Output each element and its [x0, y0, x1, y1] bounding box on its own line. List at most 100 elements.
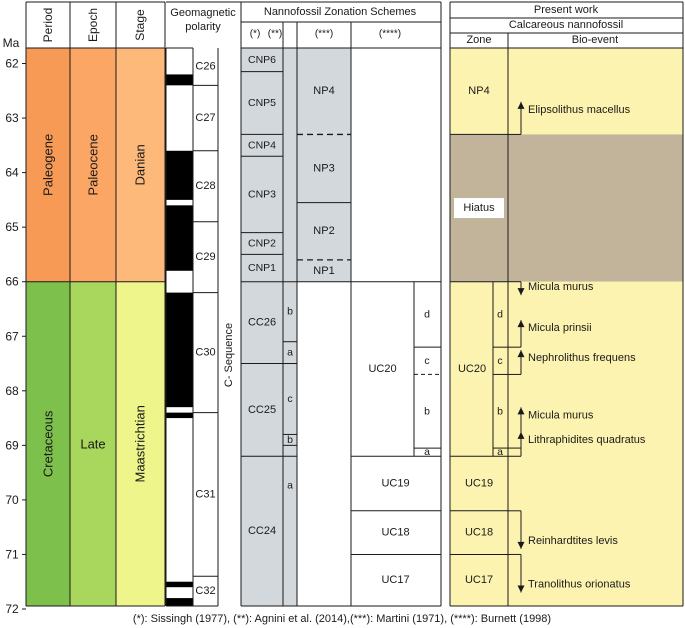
np-zone-label: NP3 [313, 163, 334, 175]
fills-layer [26, 48, 683, 606]
ma-tick-label: 65 [5, 220, 19, 234]
uc20-subzone-label: c [424, 355, 429, 367]
c-sequence-label: C- Sequence [223, 323, 235, 387]
cc-subzone-label: b [287, 306, 293, 318]
stage-label: Maastrichtian [133, 405, 148, 482]
ma-tick-label: 72 [5, 602, 19, 616]
bio-event-label: Elipsolithus macellus [528, 104, 631, 116]
cc-zone-label: CC24 [248, 525, 276, 537]
scheme3-header: (***) [315, 29, 333, 40]
uc-zone-label: UC17 [381, 574, 409, 586]
nanno-title: Nannofossil Zonation Schemes [264, 6, 417, 18]
bio-event-arrowhead [517, 431, 525, 439]
hiatus-label-box [454, 198, 504, 219]
epoch-header: Epoch [86, 8, 100, 42]
bio-event-label: Nephrolithus frequens [528, 352, 636, 364]
chron-label: C29 [195, 251, 215, 263]
bio-event-arrowhead [517, 101, 525, 109]
ma-tick-label: 67 [5, 329, 19, 343]
bio-event-label: Micula murus [528, 281, 594, 293]
bio-event-arrowhead [517, 320, 525, 328]
present-zone-label: UC19 [465, 478, 493, 490]
bio-event-label: Reinhardtites levis [528, 535, 618, 547]
zone-header: Zone [466, 34, 491, 46]
cnp-zone-label: CNP6 [248, 54, 276, 66]
present-zone-fill [450, 456, 683, 511]
ma-label: Ma [3, 36, 20, 50]
cnp-zone-label: CNP1 [248, 262, 276, 274]
stage-band [116, 281, 165, 606]
pw-subzone-label: c [497, 355, 502, 367]
cnp-zone-label: CNP3 [248, 188, 276, 200]
scheme-cnp-cc-fill [241, 48, 297, 606]
bio-event-arrowhead [517, 407, 525, 415]
polarity-normal-band [166, 581, 193, 588]
cnp-zone-label: CNP4 [248, 139, 276, 151]
period-band [26, 48, 70, 282]
polarity-normal-band [166, 205, 193, 271]
chron-label: C26 [195, 61, 215, 73]
bio-event-label: Lithraphidites quadratus [528, 434, 646, 446]
polarity-normal-band [166, 598, 193, 606]
ma-tick-label: 68 [5, 384, 19, 398]
footnote: (*): Sissingh (1977), (**): Agnini et al… [133, 613, 551, 625]
polarity-normal-band [166, 412, 193, 419]
cnp-zone-label: CNP2 [248, 238, 276, 250]
np-zone-label: NP2 [313, 225, 334, 237]
period-label: Cretaceous [41, 410, 56, 477]
geomag-header: Geomagnetic [170, 7, 236, 19]
cc-zone-label: CC26 [248, 317, 276, 329]
bio-event-label: Tranolithus orionatus [528, 578, 631, 590]
stage-band [116, 48, 165, 282]
cc-subzone-label: b [287, 434, 293, 446]
chron-label: C28 [195, 180, 215, 192]
present-zone-fill [450, 281, 683, 457]
present-zone-label: UC18 [465, 527, 493, 539]
np-zone-label: NP1 [313, 265, 334, 277]
stage-label: Danian [133, 144, 148, 185]
present-zone-fill [450, 48, 683, 135]
bio-event-arrowhead [517, 541, 525, 549]
chron-label: C32 [195, 585, 215, 597]
cc-subzone-label: a [287, 347, 293, 359]
pw-subzone-label: b [497, 405, 503, 417]
uc20-subzone-label: d [424, 308, 430, 320]
present-work-header: Present work [534, 4, 599, 16]
ma-tick-label: 64 [5, 166, 19, 180]
uc-zone-label: UC20 [368, 363, 396, 375]
calc-nanno-header: Calcareous nannofossil [509, 19, 623, 31]
polarity-normal-band [166, 74, 193, 86]
polarity-normal-band [166, 292, 193, 408]
ma-tick-label: 63 [5, 111, 19, 125]
period-label: Paleogene [41, 134, 56, 196]
period-header: Period [41, 8, 55, 43]
scheme-np-fill [297, 48, 351, 282]
epoch-label: Late [80, 436, 105, 451]
ma-tick-label: 69 [5, 438, 19, 452]
ma-tick-label: 71 [5, 547, 19, 561]
ma-tick-label: 70 [5, 493, 19, 507]
epoch-label: Paleocene [86, 134, 101, 195]
pw-subzone-label: a [497, 446, 503, 458]
scheme1-header: (*) [250, 29, 261, 40]
cc-zone-label: CC25 [248, 404, 276, 416]
chron-label: C30 [195, 347, 215, 359]
ma-tick-label: 66 [5, 275, 19, 289]
cnp-zone-label: CNP5 [248, 97, 276, 109]
hiatus-label: Hiatus [463, 202, 495, 214]
present-zone-label: UC17 [465, 574, 493, 586]
bio-event-arrowhead [517, 288, 525, 296]
ma-tick-label: 62 [5, 57, 19, 71]
scheme2-header: (**) [268, 29, 282, 40]
present-zone-fill [450, 510, 683, 555]
uc-zone-label: UC18 [381, 527, 409, 539]
stage-header: Stage [133, 9, 147, 41]
cc-subzone-label: a [287, 479, 293, 491]
bio-event-arrowhead [517, 350, 525, 358]
cc-subzone-label: c [287, 393, 292, 405]
bio-event-label: Micula murus [528, 409, 594, 421]
bio-event-arrowhead [517, 585, 525, 593]
chron-label: C31 [195, 488, 215, 500]
polarity-normal-band [166, 150, 193, 200]
